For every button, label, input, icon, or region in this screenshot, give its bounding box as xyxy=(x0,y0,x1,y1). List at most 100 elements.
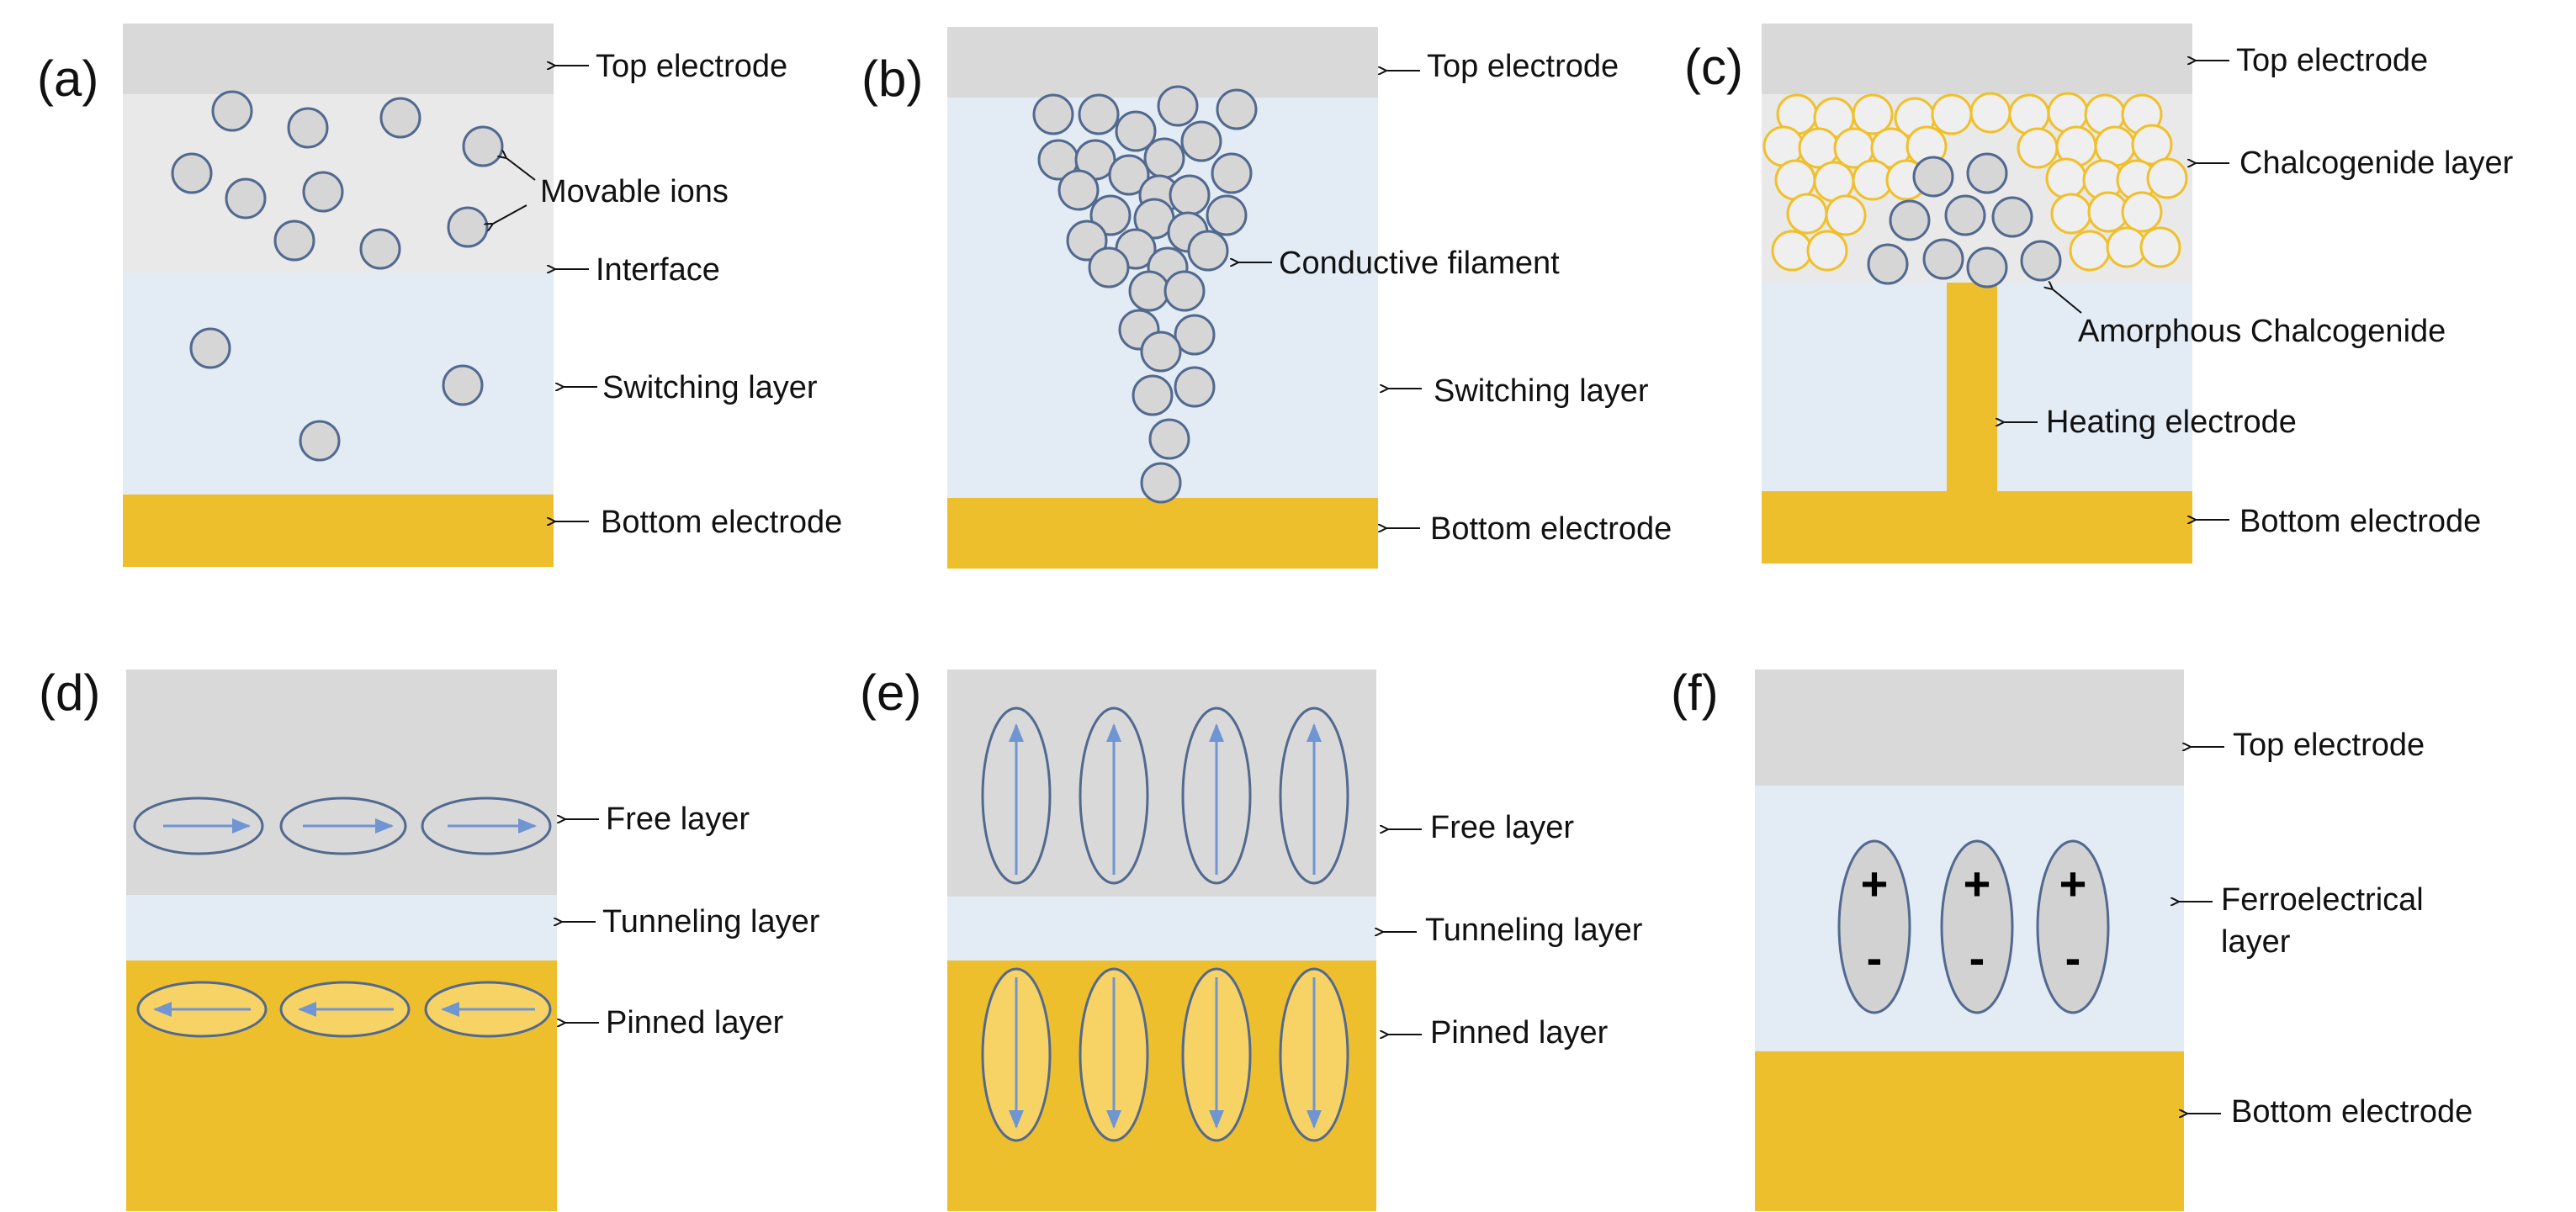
crystalline-grain xyxy=(2008,93,2050,135)
annotation-arrow xyxy=(493,204,527,224)
crystalline-grain xyxy=(1786,193,1828,235)
filament-ion xyxy=(1140,331,1182,373)
annotation-top-electrode: Top electrode xyxy=(2233,728,2425,763)
dipole xyxy=(1837,839,1911,1014)
filament-ion xyxy=(1211,152,1253,194)
dipole-plus-sign: + xyxy=(1861,857,1889,910)
crystalline-grain xyxy=(2045,157,2087,199)
filament-ion xyxy=(1157,85,1199,127)
panel-c-label: (c) xyxy=(1684,39,1743,95)
amorphous-grain xyxy=(1922,238,1964,280)
panel-d-label: (d) xyxy=(39,664,100,721)
filament-ion xyxy=(1066,220,1108,262)
annotation-switching-layer: Switching layer xyxy=(1434,373,1649,409)
panel-a-top-electrode xyxy=(123,24,554,94)
ion xyxy=(171,152,213,194)
annotation-tunneling-layer: Tunneling layer xyxy=(602,904,820,939)
annotation-bottom-electrode: Bottom electrode xyxy=(601,505,842,540)
ion xyxy=(462,125,504,167)
filament-ion xyxy=(1216,88,1258,130)
filament-ion xyxy=(1132,374,1174,416)
ion xyxy=(211,90,253,132)
dipole xyxy=(2036,839,2110,1014)
annotation-bottom-electrode: Bottom electrode xyxy=(2239,504,2481,539)
filament-ion xyxy=(1078,93,1120,135)
dipole-minus-sign: - xyxy=(1867,931,1883,984)
panel-a-bottom-electrode xyxy=(123,495,554,567)
filament-ion xyxy=(1057,169,1100,211)
panel-d-free-magnets xyxy=(133,797,552,855)
panel-b-bottom-electrode xyxy=(947,498,1378,569)
annotation-free-layer: Free layer xyxy=(1430,810,1574,845)
crystalline-grain xyxy=(2139,226,2181,268)
dipole-plus-sign: + xyxy=(1964,857,1991,910)
crystalline-grain xyxy=(1852,93,1894,135)
dipole-minus-sign: - xyxy=(2065,931,2081,984)
annotation-bottom-electrode: Bottom electrode xyxy=(2231,1094,2473,1130)
ion xyxy=(359,228,401,270)
filament-ion xyxy=(1163,270,1206,312)
panel-a-label: (a) xyxy=(37,50,98,107)
crystalline-grain xyxy=(1806,230,1848,272)
panel-b-label: (b) xyxy=(861,50,923,107)
panel-a: (a) Top electrode Movable ions Interface… xyxy=(37,24,842,567)
crystalline-grain xyxy=(1931,93,1973,135)
panel-e: (e) Free layer Tunneling layer xyxy=(860,664,1643,1211)
crystalline-grain xyxy=(2069,230,2111,272)
dipole xyxy=(1940,839,2014,1014)
crystalline-grain xyxy=(2131,124,2173,166)
annotation-pinned-layer: Pinned layer xyxy=(606,1005,784,1040)
crystalline-grain xyxy=(2146,157,2188,199)
crystalline-grain xyxy=(1969,92,2012,134)
annotation-bottom-electrode: Bottom electrode xyxy=(1430,511,1672,547)
filament-ion xyxy=(1108,154,1150,196)
amorphous-grain xyxy=(1966,246,2008,288)
panel-e-pinned-magnets xyxy=(981,967,1349,1142)
annotation-tunneling-layer: Tunneling layer xyxy=(1425,913,1643,948)
panel-c-top-electrode xyxy=(1762,24,2192,94)
panel-c-amorphous-grains xyxy=(1867,152,2062,288)
filament-ion xyxy=(1169,174,1211,216)
panel-f-dipoles: + - + - + - xyxy=(1837,839,2110,1014)
crystalline-grain xyxy=(2047,92,2089,134)
filament-ion xyxy=(1148,418,1190,460)
panel-e-label: (e) xyxy=(860,664,921,721)
annotation-ferroelectrical-line2: layer xyxy=(2221,924,2291,960)
panel-b-filament-ions xyxy=(1032,85,1258,504)
amorphous-grain xyxy=(1944,194,1986,236)
filament-ion xyxy=(1143,137,1185,179)
annotation-arrow xyxy=(506,158,536,181)
ion xyxy=(302,171,344,213)
filament-ion xyxy=(1206,194,1248,236)
ion xyxy=(299,420,341,462)
annotation-heating-electrode: Heating electrode xyxy=(2046,405,2297,440)
annotation-free-layer: Free layer xyxy=(606,802,750,837)
filament-ion xyxy=(1115,110,1157,152)
ion xyxy=(442,364,484,406)
filament-ion xyxy=(1174,314,1216,356)
ion xyxy=(189,327,231,369)
annotation-top-electrode: Top electrode xyxy=(2236,43,2428,78)
panel-d: (d) Free layer Tunneling layer Pinned la… xyxy=(39,664,820,1211)
panel-c-bottom-electrode xyxy=(1762,491,2192,564)
ion xyxy=(379,97,421,139)
amorphous-grain xyxy=(1867,243,1909,285)
annotation-top-electrode: Top electrode xyxy=(596,49,787,84)
crystalline-grain xyxy=(1771,230,1813,272)
panel-c: (c) Top electrode Chalcogenide layer Amo… xyxy=(1684,24,2514,564)
panel-f-label: (f) xyxy=(1671,664,1719,721)
panel-f: (f) + - + - + - Top electrode Ferroelect… xyxy=(1671,664,2473,1211)
annotation-conductive-filament: Conductive filament xyxy=(1279,246,1560,281)
filament-ion xyxy=(1128,270,1170,312)
annotation-interface: Interface xyxy=(596,252,720,288)
filament-ion xyxy=(1089,194,1132,236)
panel-f-top-electrode xyxy=(1755,670,2184,786)
ion xyxy=(287,107,329,149)
amorphous-grain xyxy=(1966,152,2008,194)
amorphous-grain xyxy=(2020,240,2062,282)
panel-d-pinned-magnets xyxy=(136,981,552,1038)
crystalline-grain xyxy=(2017,127,2059,169)
panel-c-heating-electrode xyxy=(1947,283,1997,491)
ion xyxy=(225,177,267,220)
filament-ion xyxy=(1140,462,1182,504)
